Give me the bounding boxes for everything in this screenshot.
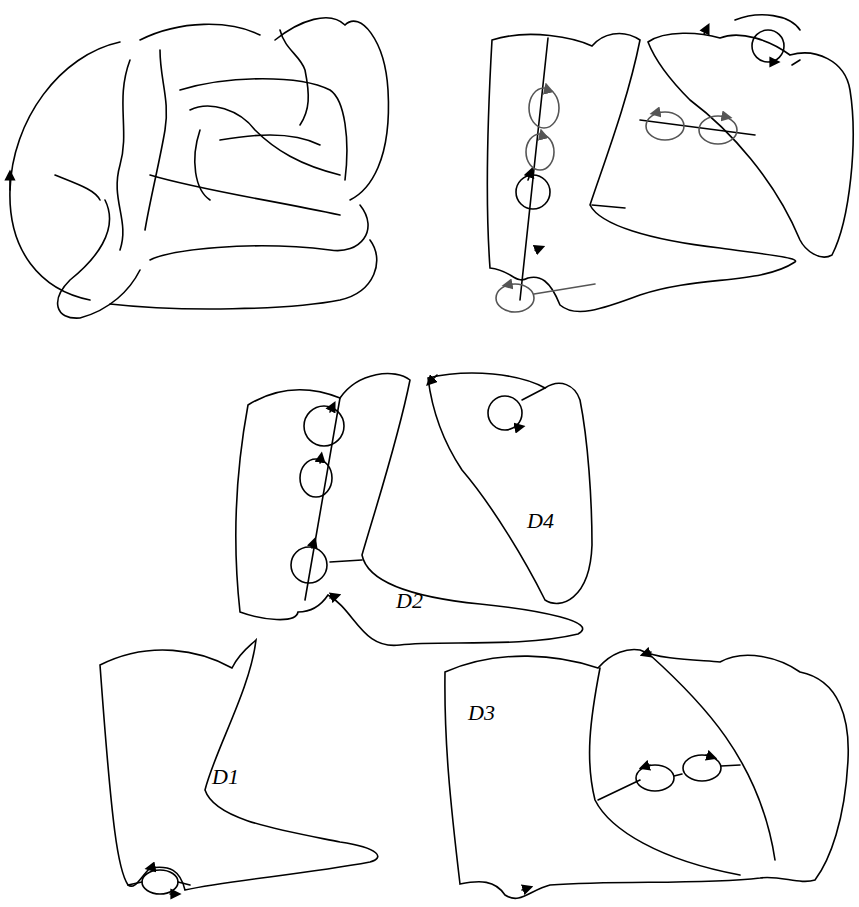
region-label: D2 <box>396 590 423 612</box>
region-label: D3 <box>468 702 495 724</box>
region-label: D4 <box>527 510 554 532</box>
region-label: D1 <box>212 766 239 788</box>
